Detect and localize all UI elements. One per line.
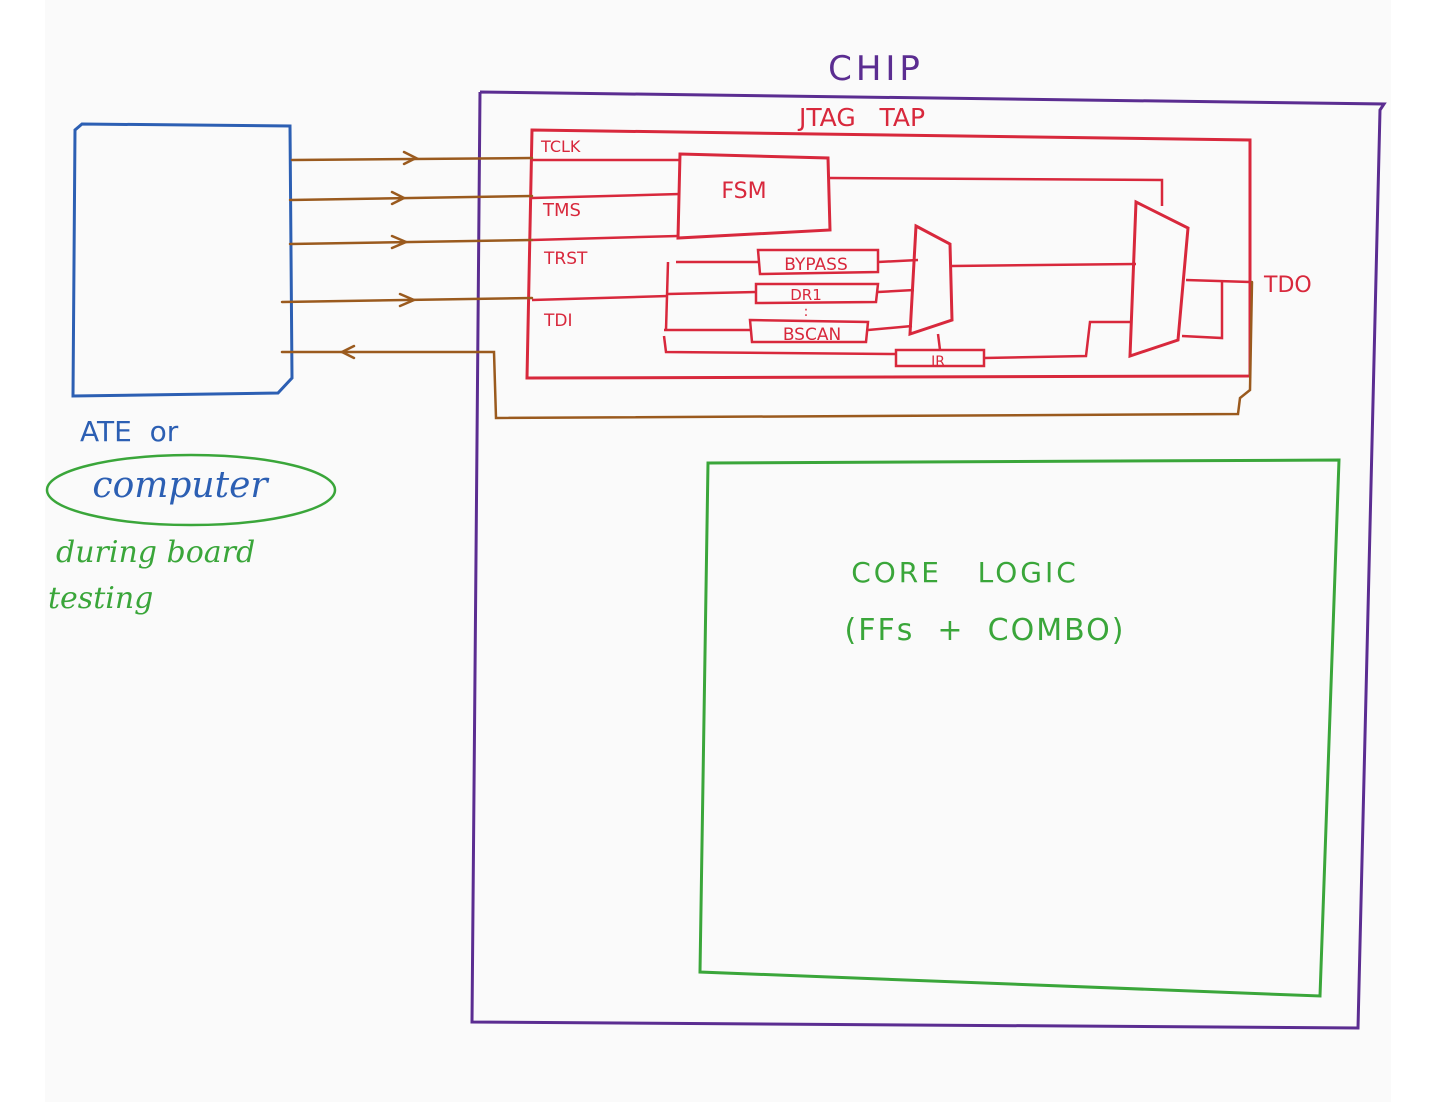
- computer-circle: [45, 453, 337, 527]
- fsm-label: FSM: [721, 179, 766, 204]
- tclk-label: TCLK: [540, 137, 581, 156]
- bscan-register: [748, 318, 870, 344]
- bypass-label: BYPASS: [784, 255, 848, 275]
- tdo-label: TDO: [1263, 273, 1312, 298]
- ir-register: [894, 348, 986, 368]
- chip-boundary: [470, 90, 1387, 1030]
- bypass-register: [756, 248, 880, 276]
- core-logic-box: [698, 458, 1341, 998]
- computer-label: computer: [92, 465, 269, 506]
- trst-label: TRST: [543, 249, 588, 269]
- ir-label: IR: [931, 354, 945, 370]
- external-wiring: [280, 150, 1254, 420]
- fsm-box: [676, 152, 832, 240]
- board-testing-note-1: during board: [56, 535, 255, 570]
- jtag-tap-label: JTAG TAP: [797, 103, 925, 132]
- tms-label: TMS: [542, 200, 581, 221]
- tdi-label: TDI: [543, 311, 573, 331]
- bscan-label: BSCAN: [783, 325, 841, 345]
- page-background: [45, 0, 1391, 1102]
- core-logic-line1: CORE LOGIC: [851, 556, 1079, 589]
- core-logic-line2: (FFs + COMBO): [845, 613, 1126, 648]
- register-ellipsis: :: [804, 304, 809, 320]
- register-mux: [908, 223, 954, 337]
- dr1-register: [754, 282, 880, 305]
- ate-label: ATE or: [80, 415, 179, 448]
- chip-label: CHIP: [828, 49, 924, 89]
- jtag-internal-wiring: [531, 158, 1251, 360]
- ate-box: [71, 122, 294, 398]
- board-testing-note-2: testing: [48, 581, 153, 616]
- output-mux: [1128, 199, 1190, 359]
- dr1-label: DR1: [790, 286, 822, 304]
